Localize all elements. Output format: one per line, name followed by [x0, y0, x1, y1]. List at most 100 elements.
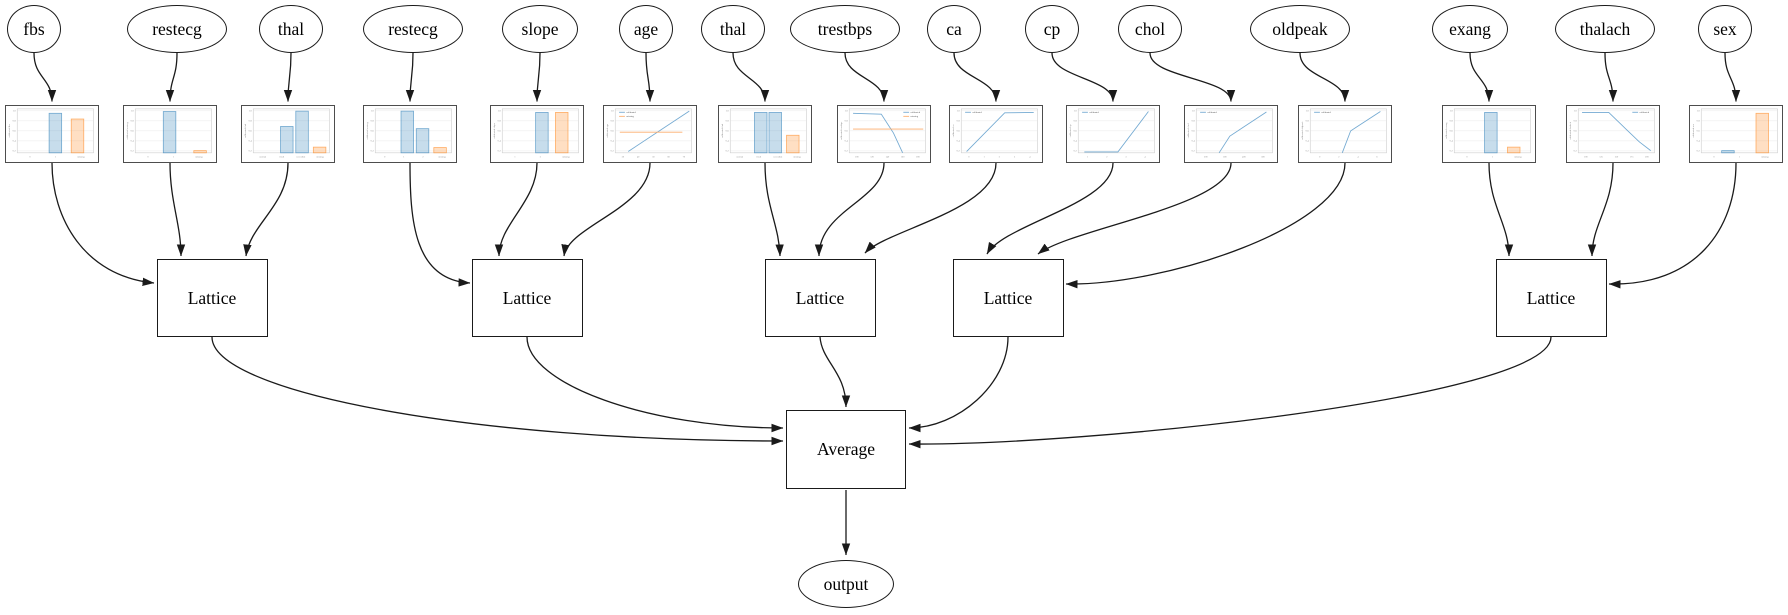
y-tick-label: 0.6	[371, 129, 375, 132]
lattice-node-5: Lattice	[1495, 259, 1607, 337]
y-tick-label: 0.8	[611, 119, 615, 122]
x-tick-label: 4	[1029, 157, 1031, 159]
y-tick-label: 0.8	[498, 119, 502, 122]
y-tick-label: 0.4	[845, 139, 849, 142]
x-tick-label: 2	[540, 157, 542, 159]
y-tick-label: 0.4	[957, 139, 961, 142]
y-tick-label: 1.0	[611, 109, 615, 112]
x-tick-label: 1	[1087, 157, 1089, 159]
edge-input-thalach-to-chart	[1604, 52, 1618, 102]
x-tick-label: 1	[55, 157, 57, 159]
edge-lattice-3-to-average	[819, 336, 851, 408]
x-tick-label: fixed	[279, 156, 285, 159]
y-tick-label: 0.2	[1697, 149, 1701, 152]
edge-chart-1-to-lattice-1	[169, 162, 186, 257]
edge-input-trestbps-to-chart	[844, 52, 889, 102]
y-tick-label: 0.2	[1074, 149, 1078, 152]
y-tick-label: 0.8	[1697, 119, 1701, 122]
x-tick-label: 175	[1630, 157, 1634, 159]
x-tick-label: normal	[737, 157, 744, 159]
y-axis-label: calibrated thal	[244, 123, 247, 138]
y-tick-label: 0.2	[131, 149, 135, 152]
x-tick-label: 4	[1144, 157, 1146, 159]
legend-label: calibrated	[1640, 111, 1650, 114]
calibrated-line	[853, 112, 904, 154]
y-tick-label: 0.6	[249, 129, 253, 132]
x-tick-label: 0	[1713, 157, 1715, 159]
edge-input-cp-to-chart	[1051, 52, 1118, 102]
calibrated-bar	[415, 128, 430, 154]
x-tick-label: 0	[968, 157, 970, 159]
x-tick-label: 200	[1204, 157, 1208, 159]
calibrated-line	[966, 111, 1034, 152]
lattice-node-3: Lattice	[764, 259, 876, 337]
y-tick-label: 0.8	[1306, 119, 1310, 122]
y-tick-label: 0.2	[1306, 149, 1310, 152]
legend-label: calibrated	[626, 111, 636, 114]
x-tick-label: 0	[147, 157, 149, 159]
y-tick-label: 1.0	[845, 109, 849, 112]
y-axis-label: calibrated trestbps	[840, 122, 843, 140]
x-tick-label: 2	[1338, 157, 1340, 159]
edge-lattice-5-to-average	[908, 336, 1552, 449]
y-axis-label: calibrated age	[606, 123, 609, 138]
y-tick-label: 0.2	[611, 149, 615, 152]
x-tick-label: missing	[316, 156, 324, 159]
edge-chart-14-to-lattice-5	[1608, 162, 1737, 289]
x-tick-label: missing	[793, 156, 801, 159]
edge-chart-4-to-lattice-2	[494, 162, 538, 257]
x-tick-label: 1	[514, 157, 516, 159]
y-tick-label: 1.0	[371, 109, 375, 112]
y-axis-label: calibrated slope	[493, 122, 496, 139]
y-tick-label: 1.0	[1450, 109, 1454, 112]
calibrated-line	[1084, 111, 1149, 153]
y-axis-label: calibrated fbs	[8, 124, 11, 138]
missing-bar	[786, 134, 800, 154]
x-tick-label: 6	[1376, 157, 1378, 159]
missing-bar	[70, 118, 85, 154]
y-tick-label: 0.4	[1306, 139, 1310, 142]
y-tick-label: 0.2	[957, 149, 961, 152]
edge-chart-9-to-lattice-4	[986, 162, 1114, 255]
y-tick-label: 0.4	[1574, 139, 1578, 142]
calibrated-line	[1218, 111, 1267, 154]
calibrated-bar	[1721, 150, 1735, 154]
edge-chart-3-to-lattice-2	[409, 162, 471, 287]
edge-chart-10-to-lattice-4	[1037, 162, 1232, 255]
y-tick-label: 1.0	[249, 109, 253, 112]
calibrated-bar	[535, 112, 549, 154]
y-tick-label: 0.6	[957, 129, 961, 132]
edge-input-exang-to-chart	[1469, 52, 1494, 102]
y-tick-label: 0.2	[1192, 149, 1196, 152]
edge-input-restecg-to-chart	[165, 52, 178, 102]
x-tick-label: 2	[1106, 157, 1108, 159]
edge-input-fbs-to-chart	[33, 52, 57, 102]
missing-bar	[555, 112, 569, 154]
legend-label: calibrated	[1207, 111, 1217, 114]
y-tick-label: 0.8	[249, 119, 253, 122]
x-tick-label: 0	[1319, 157, 1321, 159]
y-tick-label: 1.0	[1574, 109, 1578, 112]
y-tick-label: 0.4	[1697, 139, 1701, 142]
missing-bar	[193, 150, 207, 154]
x-tick-label: 300	[1223, 157, 1227, 159]
y-tick-label: 0.6	[13, 129, 17, 132]
x-tick-label: 30	[622, 157, 625, 159]
y-tick-label: 0.8	[957, 119, 961, 122]
input-node-slope: slope	[502, 5, 578, 53]
edge-chart-13-to-lattice-5	[1587, 162, 1614, 257]
y-tick-label: 0.6	[611, 129, 615, 132]
legend-label: calibrated	[972, 111, 982, 114]
